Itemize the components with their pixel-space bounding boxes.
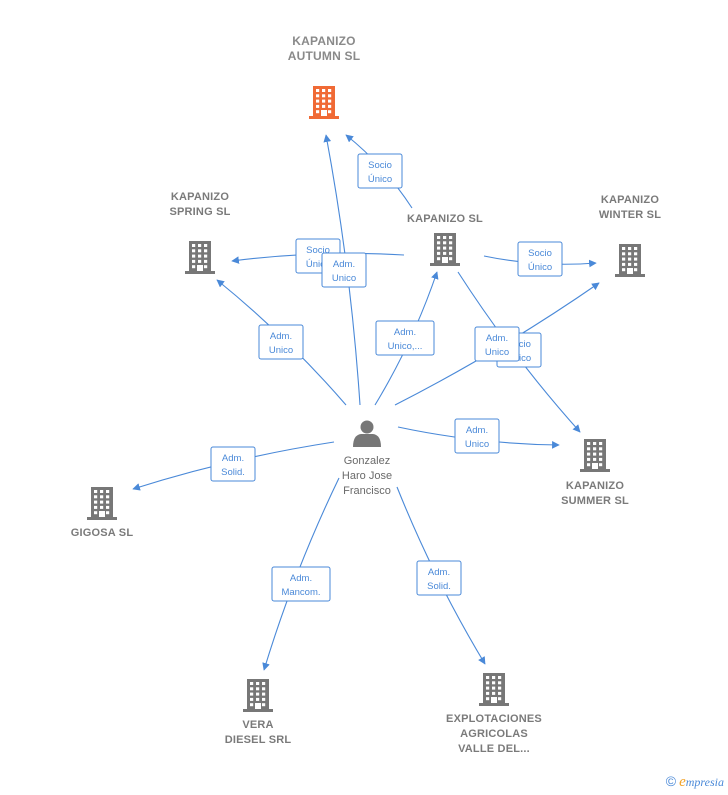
brand-logo-text: mpresia xyxy=(685,775,724,789)
building-icon xyxy=(479,673,509,706)
company-name: KAPANIZO xyxy=(601,194,659,206)
building-icon xyxy=(309,86,339,119)
edge-label-text: Adm. xyxy=(270,331,292,342)
brand-watermark: ©empresia xyxy=(666,773,724,791)
edge-label-person-to-winter[interactable]: Adm. Unico xyxy=(474,326,520,362)
edge-label-text: Adm. xyxy=(466,425,488,436)
edge-label-box xyxy=(210,446,256,482)
edge-label-box xyxy=(375,320,435,356)
company-node-explotaciones[interactable]: EXPLOTACIONES AGRICOLAS VALLE DEL... xyxy=(446,673,542,755)
edge-label-text: Socio xyxy=(306,245,330,256)
building-icon xyxy=(243,679,273,712)
edge-label-person-to-autumn[interactable]: Adm. Unico xyxy=(321,252,367,288)
edge-label-text: Unico xyxy=(485,347,509,358)
company-name: VERA xyxy=(242,719,273,731)
company-name: SUMMER SL xyxy=(561,495,629,507)
person-name: Francisco xyxy=(343,485,391,497)
edge-label-text: Socio xyxy=(368,160,392,171)
building-icon xyxy=(580,439,610,472)
company-node-winter[interactable]: KAPANIZO WINTER SL xyxy=(599,194,661,277)
edge-label-box xyxy=(321,252,367,288)
company-node-spring[interactable]: KAPANIZO SPRING SL xyxy=(169,191,230,274)
edge-label-person-to-explotaciones[interactable]: Adm. Solid. xyxy=(416,560,462,596)
brand-logo-e: e xyxy=(679,774,686,790)
edge-label-text: Adm. xyxy=(428,567,450,578)
company-node-kapanizo[interactable]: KAPANIZO SL xyxy=(407,213,483,266)
edge-label-text: Unico,... xyxy=(388,341,423,352)
company-node-gigosa[interactable]: GIGOSA SL xyxy=(71,487,134,539)
person-name: Gonzalez xyxy=(344,455,390,467)
company-name: AUTUMN SL xyxy=(288,49,360,63)
edge-label-text: Socio xyxy=(528,248,552,259)
edge-label-box xyxy=(357,153,403,189)
company-name: KAPANIZO xyxy=(292,34,355,48)
building-icon xyxy=(430,233,460,266)
company-node-vera[interactable]: VERA DIESEL SRL xyxy=(225,679,292,746)
edge-label-box xyxy=(517,241,563,277)
edge-label-person-to-vera[interactable]: Adm. Mancom. xyxy=(271,566,331,602)
edge-label-box xyxy=(258,324,304,360)
copyright-icon: © xyxy=(665,773,677,789)
edge-label-text: Unico xyxy=(269,345,293,356)
edge-labels-layer: SocioÚnicoSocioÚnicoSocioÚnicoSocioÚnico… xyxy=(210,153,563,602)
edge-label-text: Adm. xyxy=(222,453,244,464)
edge-label-person-to-summer[interactable]: Adm. Unico xyxy=(454,418,500,454)
building-icon xyxy=(87,487,117,520)
edge-label-box xyxy=(271,566,331,602)
edge-label-text: Único xyxy=(306,259,330,270)
edge-label-text: Mancom. xyxy=(281,587,320,598)
edge-label-text: Solid. xyxy=(427,581,451,592)
company-name: VALLE DEL... xyxy=(458,743,530,755)
edge-label-text: Unico xyxy=(465,439,489,450)
edge-label-text: Adm. xyxy=(486,333,508,344)
edge-label-person-to-gigosa[interactable]: Adm. Solid. xyxy=(210,446,256,482)
edge-label-text: Adm. xyxy=(333,259,355,270)
company-name: DIESEL SRL xyxy=(225,734,292,746)
edge-label-person-to-spring[interactable]: Adm. Unico xyxy=(258,324,304,360)
person-name: Haro Jose xyxy=(342,470,392,482)
building-icon xyxy=(185,241,215,274)
edge-label-text: Solid. xyxy=(221,467,245,478)
person-icon xyxy=(353,420,381,447)
company-name: KAPANIZO SL xyxy=(407,213,483,225)
company-name: WINTER SL xyxy=(599,209,661,221)
edge-label-text: Unico xyxy=(332,273,356,284)
company-name: GIGOSA SL xyxy=(71,527,134,539)
building-icon xyxy=(615,244,645,277)
company-name: SPRING SL xyxy=(169,206,230,218)
edge-label-box xyxy=(474,326,520,362)
edge-label-box xyxy=(454,418,500,454)
edge-label-text: Adm. xyxy=(394,327,416,338)
company-name: AGRICOLAS xyxy=(460,728,528,740)
company-name: EXPLOTACIONES xyxy=(446,713,542,725)
edge-label-person-to-kapanizo[interactable]: Adm. Unico,... xyxy=(375,320,435,356)
edge-label-box xyxy=(416,560,462,596)
edge-label-text: Único xyxy=(368,174,392,185)
company-name: KAPANIZO xyxy=(171,191,229,203)
company-name: KAPANIZO xyxy=(566,480,624,492)
edge-label-text: Adm. xyxy=(290,573,312,584)
company-node-summer[interactable]: KAPANIZO SUMMER SL xyxy=(561,439,629,507)
edge-label-text: Único xyxy=(528,262,552,273)
